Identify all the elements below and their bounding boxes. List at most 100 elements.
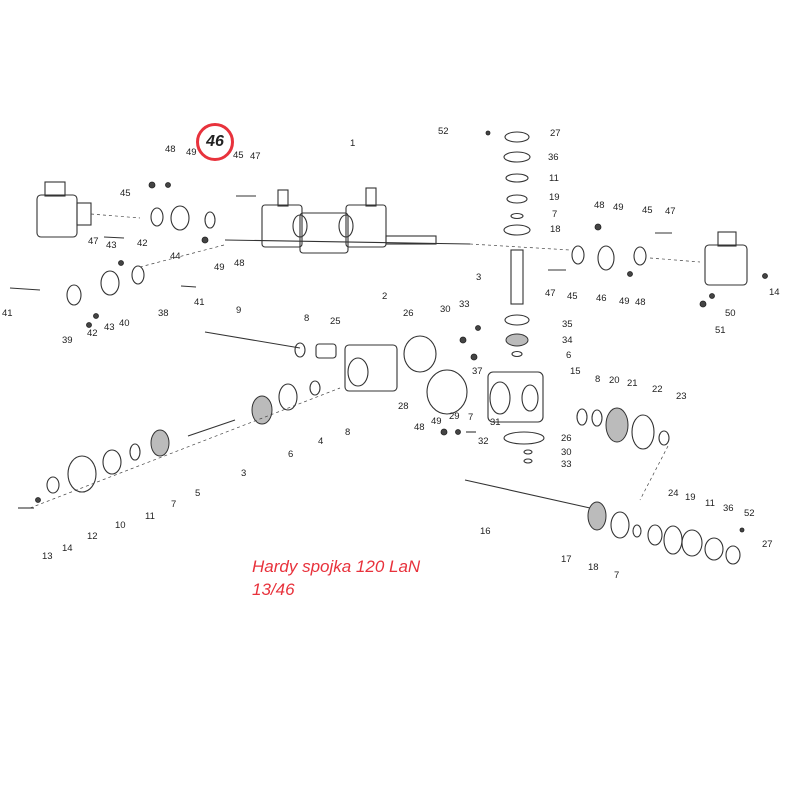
part-label: 11 <box>145 511 155 522</box>
part-label: 45 <box>642 205 653 216</box>
part-label: 17 <box>561 554 572 565</box>
part-label: 8 <box>304 313 309 324</box>
part-label: 6 <box>288 449 293 460</box>
part-label: 52 <box>438 126 449 137</box>
part-label: 52 <box>744 508 755 519</box>
part-label: 11 <box>705 498 715 509</box>
part-label: 29 <box>449 411 460 422</box>
part-label: 47 <box>665 206 676 217</box>
part-label: 50 <box>725 308 736 319</box>
part-label: 49 <box>613 202 624 213</box>
part-label: 31 <box>490 417 501 428</box>
part-label: 44 <box>170 251 181 262</box>
caption-title: Hardy spojka 120 LaN <box>252 557 421 576</box>
flange-parts-right <box>548 223 701 277</box>
part-label: 4 <box>318 436 323 447</box>
part-label: 7 <box>552 209 557 220</box>
part-label: 26 <box>561 433 572 444</box>
part-label: 30 <box>561 447 572 458</box>
part-label: 47 <box>545 288 556 299</box>
part-label: 27 <box>762 539 773 550</box>
part-label: 8 <box>345 427 350 438</box>
part-label: 12 <box>87 531 98 542</box>
part-label: 48 <box>414 422 425 433</box>
part-label: 37 <box>472 366 483 377</box>
part-label: 8 <box>595 374 600 385</box>
part-label: 47 <box>88 236 99 247</box>
part-label: 24 <box>668 488 679 499</box>
part-label: 10 <box>115 520 126 531</box>
part-label: 49 <box>186 147 197 158</box>
part-label: 42 <box>87 328 98 339</box>
part-label: 15 <box>570 366 581 377</box>
part-label: 38 <box>158 308 169 319</box>
part-label: 41 <box>194 297 205 308</box>
part-label: 45 <box>567 291 578 302</box>
part-label: 42 <box>137 238 148 249</box>
part-label: 19 <box>549 192 560 203</box>
part-label: 45 <box>233 150 244 161</box>
highlight-circle <box>196 123 234 161</box>
part-label: 40 <box>119 318 130 329</box>
part-label: 30 <box>440 304 451 315</box>
flange-parts-left <box>9 181 256 328</box>
part-label: 20 <box>609 375 620 386</box>
part-label: 33 <box>459 299 470 310</box>
part-label: 25 <box>330 316 341 327</box>
lower-left-shaft-chain <box>18 380 341 509</box>
part-label: 23 <box>676 391 687 402</box>
part-label: 48 <box>165 144 176 155</box>
part-label: 36 <box>723 503 734 514</box>
part-label: 3 <box>476 272 481 283</box>
part-label: 19 <box>685 492 696 503</box>
part-label: 46 <box>596 293 607 304</box>
part-label: 48 <box>234 258 245 269</box>
part-label: 13 <box>42 551 53 562</box>
part-label: 18 <box>550 224 561 235</box>
part-label: 45 <box>120 188 131 199</box>
part-label: 22 <box>652 384 663 395</box>
vertical-shaft-stack <box>469 130 571 358</box>
part-label: 43 <box>106 240 117 251</box>
part-label: 41 <box>2 308 13 319</box>
part-label: 34 <box>562 335 573 346</box>
part-label: 28 <box>398 401 409 412</box>
part-label: 35 <box>562 319 573 330</box>
part-label: 1 <box>350 138 355 149</box>
part-label: 3 <box>241 468 246 479</box>
part-number-labels: 48 49 45 47 1 45 47 43 42 44 49 48 41 39… <box>2 126 780 581</box>
part-label: 27 <box>550 128 561 139</box>
part-label: 33 <box>561 459 572 470</box>
part-label: 18 <box>588 562 599 573</box>
middle-shaft-and-housing <box>204 325 481 415</box>
gearbox-assembly-top <box>224 187 471 254</box>
part-label: 47 <box>250 151 261 162</box>
part-label: 6 <box>566 350 571 361</box>
part-label: 51 <box>715 325 726 336</box>
lower-right-long-shaft <box>464 479 745 565</box>
part-label: 2 <box>382 291 387 302</box>
part-label: 9 <box>236 305 241 316</box>
part-label: 49 <box>619 296 630 307</box>
part-label: 39 <box>62 335 73 346</box>
part-label: 14 <box>62 543 73 554</box>
housing-15-assembly <box>440 371 670 501</box>
part-label: 7 <box>614 570 619 581</box>
part-label: 11 <box>549 173 559 184</box>
part-label: 16 <box>480 526 491 537</box>
part-label: 32 <box>478 436 489 447</box>
part-label: 36 <box>548 152 559 163</box>
part-label: 21 <box>627 378 638 389</box>
part-label: 5 <box>195 488 200 499</box>
highlighted-part-number: 46 <box>206 133 224 150</box>
part-label: 26 <box>403 308 414 319</box>
caption-subtitle: 13/46 <box>252 580 295 599</box>
part-label: 48 <box>635 297 646 308</box>
part-label: 49 <box>214 262 225 273</box>
part-label: 7 <box>171 499 176 510</box>
part-label: 43 <box>104 322 115 333</box>
part-label: 14 <box>769 287 780 298</box>
part-label: 48 <box>594 200 605 211</box>
side-gearbox-left <box>36 181 141 238</box>
